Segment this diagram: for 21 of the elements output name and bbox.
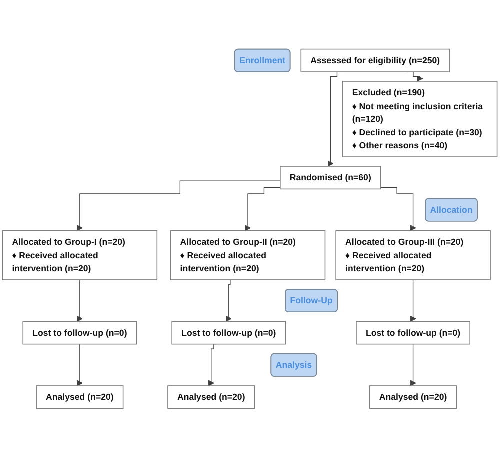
node-box: Randomised (n=60) xyxy=(280,166,382,190)
arrow xyxy=(208,344,217,386)
node-box: Analysed (n=20) xyxy=(36,386,124,410)
node-box: Allocated to Group-III (n=20) ♦ Received allocated intervention (n=20) xyxy=(336,230,491,280)
node-box: Analysed (n=20) xyxy=(370,386,458,410)
arrow xyxy=(76,180,281,232)
arrow xyxy=(380,187,416,232)
arrow xyxy=(245,187,281,232)
arrow xyxy=(76,280,83,322)
arrow xyxy=(76,344,83,386)
node-box: Assessed for eligibility (n=250) xyxy=(300,48,450,72)
node-box: Lost to follow-up (n=0) xyxy=(356,321,471,345)
node-box: Excluded (n=190) ♦ Not meeting inclusion criteria (n=120) ♦ Declined to participate (n=30) ♦ Other reasons (n=40) xyxy=(342,81,498,158)
node-box: Allocated to Group-II (n=20) ♦ Received allocated intervention (n=20) xyxy=(170,230,326,280)
node-box: Allocated to Group-I (n=20) ♦ Received allocated intervention (n=20) xyxy=(2,230,158,280)
arrow xyxy=(410,280,416,322)
node-box: Analysed (n=20) xyxy=(168,386,256,410)
arrow xyxy=(410,344,416,386)
arrow xyxy=(226,280,232,322)
node-box: Lost to follow-up (n=0) xyxy=(172,321,286,345)
node-box: Lost to follow-up (n=0) xyxy=(22,321,138,345)
